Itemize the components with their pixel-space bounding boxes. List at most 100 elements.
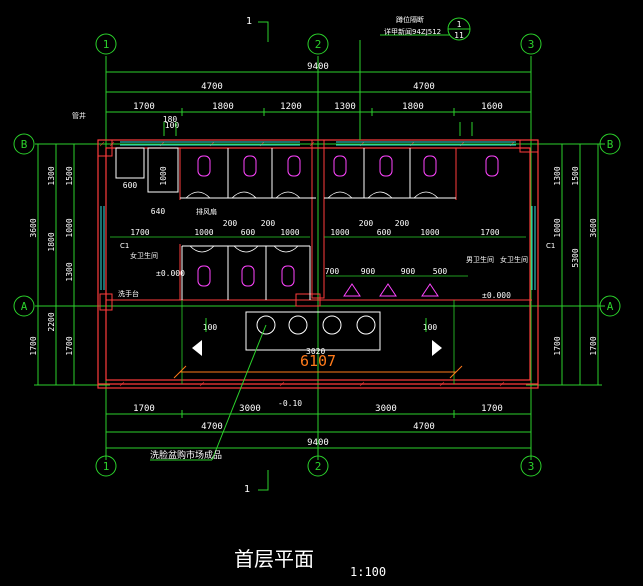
squat-toilets xyxy=(197,155,499,287)
dim-small-2: 640 xyxy=(151,207,166,216)
axis-bubble-3-top: 3 xyxy=(520,33,542,55)
dim-right-inner-3: 1700 xyxy=(553,336,562,355)
dim-bottom-seg-4: 1700 xyxy=(481,404,503,414)
sink-note: 洗脸盆购市场成品 xyxy=(150,449,222,461)
room-label-washstand: 洗手台 xyxy=(118,289,139,298)
dim-left-mid-3: 1300 xyxy=(47,166,56,185)
level-label-1: ±0.000 xyxy=(156,269,185,278)
dim-inner-2: 1000 xyxy=(194,228,213,237)
dim-right-mid-1: 5300 xyxy=(571,248,580,267)
dim-top-seg-4: 1300 xyxy=(334,102,356,112)
dim-6107-text: 6107 xyxy=(300,352,336,370)
dim-right-outer-2: 1700 xyxy=(589,336,598,355)
top-dimensions xyxy=(105,68,532,116)
dim-urinal-2: 900 xyxy=(361,267,376,276)
left-dimensions xyxy=(34,144,110,386)
callout-stall-partition: 1 11 蹲位隔断 详甲新闻94ZJ512 xyxy=(359,15,471,140)
dim-bottom-seg-1: 1700 xyxy=(133,404,155,414)
dim-top-seg-2: 1800 xyxy=(212,102,234,112)
wash-basins xyxy=(245,311,381,351)
axis-bubble-A-right: A xyxy=(599,295,621,317)
dim-inner-11: 200 xyxy=(359,219,374,228)
room-label-men: 男卫生间 xyxy=(466,255,494,264)
dim-right-inner-2: 1000 xyxy=(553,218,562,237)
windows xyxy=(100,141,536,290)
dim-top-seg-5: 1800 xyxy=(402,102,424,112)
svg-text:3: 3 xyxy=(528,38,535,51)
dim-top-total: 9400 xyxy=(307,62,329,72)
dim-top-half-1: 4700 xyxy=(201,82,223,92)
dim-top-seg-1: 1700 xyxy=(133,102,155,112)
sink-note-leader xyxy=(150,324,267,461)
svg-text:A: A xyxy=(607,300,614,313)
bottom-dimensions xyxy=(106,410,531,449)
callout-bubble-top: 1 xyxy=(457,20,462,29)
dim-bottom-half-1: 4700 xyxy=(201,422,223,432)
level-label-2: ±0.000 xyxy=(482,291,511,300)
window-label-c1-right: C1 xyxy=(546,242,555,250)
interior-dimension-lines xyxy=(110,236,526,384)
dim-small-7: 100 xyxy=(423,323,438,332)
direction-arrows xyxy=(192,340,442,356)
dim-inner-12: 200 xyxy=(395,219,410,228)
dim-left-outer-1: 3600 xyxy=(29,218,38,237)
svg-text:B: B xyxy=(607,138,614,151)
svg-text:1: 1 xyxy=(103,38,110,51)
dim-top-seg-3: 1200 xyxy=(280,102,302,112)
room-label-exhaust: 排风扇 xyxy=(196,207,217,216)
axis-bubble-2-top: 2 xyxy=(307,33,329,55)
dim-small-5: 180 xyxy=(163,115,178,124)
dim-inner-1: 1700 xyxy=(130,228,149,237)
stall-partitions xyxy=(115,147,456,300)
dim-inner-10: 1700 xyxy=(480,228,499,237)
dim-small-1: 600 xyxy=(123,181,138,190)
dim-left-inner-4: 1700 xyxy=(65,336,74,355)
callout-text-2: 详甲新闻94ZJ512 xyxy=(384,27,441,36)
urinals xyxy=(343,283,439,297)
dim-left-inner-3: 1300 xyxy=(65,262,74,281)
axis-bubble-B-right: B xyxy=(599,133,621,155)
section-mark-top: 1 xyxy=(246,16,269,42)
drawing-title: 首层平面 xyxy=(234,547,314,571)
dim-left-mid-1: 1800 xyxy=(47,232,56,251)
dim-inner-7: 1000 xyxy=(330,228,349,237)
right-dimensions xyxy=(526,144,602,386)
door-markers xyxy=(163,122,473,332)
axis-bubble-3-bottom: 3 xyxy=(520,455,542,477)
dim-top-half-2: 4700 xyxy=(413,82,435,92)
callout-bubble-bottom: 11 xyxy=(454,31,464,40)
dim-inner-8: 600 xyxy=(377,228,392,237)
room-label-women: 女卫生间 xyxy=(130,251,158,260)
dim-bottom-seg-3: 3000 xyxy=(375,404,397,414)
dim-inner-4: 1000 xyxy=(280,228,299,237)
svg-text:B: B xyxy=(21,138,28,151)
dim-inner-9: 1000 xyxy=(420,228,439,237)
level-label-3: -0.10 xyxy=(278,399,302,408)
dim-inner-3: 600 xyxy=(241,228,256,237)
svg-text:3: 3 xyxy=(528,460,535,473)
dim-urinal-4: 500 xyxy=(433,267,448,276)
svg-text:A: A xyxy=(21,300,28,313)
wall-hatching xyxy=(99,141,515,387)
dim-left-inner-1: 1500 xyxy=(65,166,74,185)
dim-inner-5: 200 xyxy=(223,219,238,228)
svg-text:1: 1 xyxy=(103,460,110,473)
dim-right-inner-1: 1300 xyxy=(553,166,562,185)
dim-right-outer-1: 3600 xyxy=(589,218,598,237)
svg-text:2: 2 xyxy=(315,460,322,473)
dim-urinal-3: 900 xyxy=(401,267,416,276)
dim-bottom-seg-2: 3000 xyxy=(239,404,261,414)
drawing-scale: 1:100 xyxy=(350,565,386,579)
room-label-shaft: 管井 xyxy=(72,111,86,120)
dim-bottom-total: 9400 xyxy=(307,438,329,448)
callout-text-1: 蹲位隔断 xyxy=(396,15,424,24)
svg-text:2: 2 xyxy=(315,38,322,51)
axis-bubble-A-left: A xyxy=(13,295,35,317)
dim-3020: 3020 xyxy=(306,347,325,356)
stall-door-swings xyxy=(185,191,439,253)
window-label-c1-left: C1 xyxy=(120,242,129,250)
dim-small-3: 1000 xyxy=(159,166,168,185)
svg-text:1: 1 xyxy=(244,484,250,495)
dim-inner-6: 200 xyxy=(261,219,276,228)
